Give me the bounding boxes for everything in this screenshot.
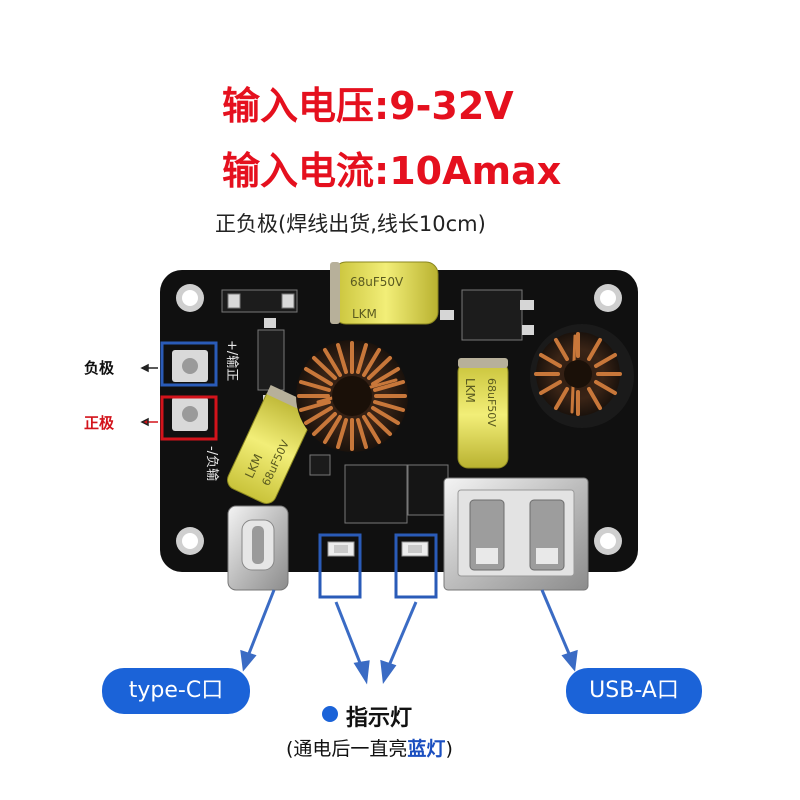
svg-text:68uF50V: 68uF50V — [350, 275, 404, 289]
mounting-holes — [176, 284, 622, 555]
capacitor-right: 68uF50V LKM — [457, 358, 509, 469]
negative-pad-box — [160, 341, 218, 387]
indicator-title: 指示灯 — [346, 706, 413, 731]
input-current-label: 输入电流:10Amax — [222, 149, 562, 193]
input-voltage-label: 输入电压:9-32V — [222, 84, 514, 128]
indicator-leds — [327, 541, 429, 557]
led-box-right — [394, 533, 438, 599]
indicator-note-blue: 蓝灯 — [407, 738, 446, 760]
toroid-inductor-right — [530, 324, 634, 428]
silk-minus-text: -/负输 — [204, 446, 220, 481]
silk-plus-text: +/输正 — [224, 340, 240, 381]
capacitor-top: 68uF50V LKM — [330, 261, 439, 325]
svg-text:LKM: LKM — [463, 378, 477, 403]
pad-arrows — [140, 363, 158, 427]
usb-a-callout: USB-A口 — [566, 668, 702, 714]
callout-arrows — [240, 589, 578, 685]
led-box-left — [318, 533, 362, 599]
svg-text:68uF50V: 68uF50V — [485, 378, 498, 427]
wire-pads — [172, 350, 208, 431]
indicator-note: (通电后一直亮蓝灯) — [286, 738, 453, 760]
type-c-callout: type-C口 — [102, 668, 250, 714]
capacitor-left: LKM 68uF50V — [227, 385, 318, 504]
blue-dot-icon — [322, 706, 338, 722]
positive-pad-label: 正极 — [84, 414, 115, 432]
usb-a-port — [443, 477, 589, 591]
wire-note: 正负极(焊线出货,线长10cm) — [215, 212, 486, 236]
toroid-inductor-center — [296, 340, 408, 452]
svg-text:LKM: LKM — [352, 307, 377, 321]
negative-pad-label: 负极 — [84, 359, 115, 377]
positive-pad-box — [160, 395, 218, 441]
type-c-port — [227, 505, 289, 591]
